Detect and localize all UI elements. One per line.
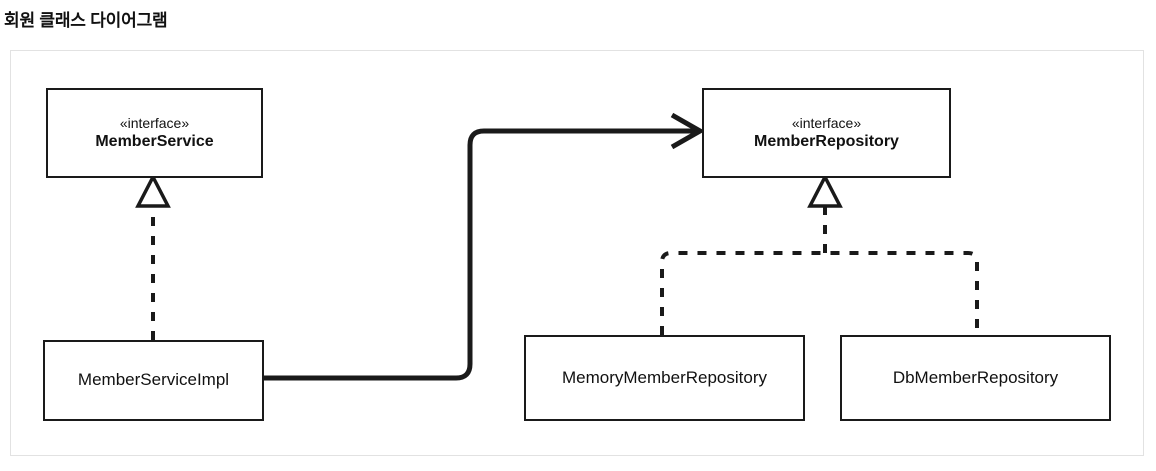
uml-node-memory-member-repository[interactable]: MemoryMemberRepository	[524, 335, 805, 421]
node-name: MemoryMemberRepository	[562, 367, 767, 387]
dashed-bus	[660, 251, 979, 335]
stereotype-label: «interface»	[791, 114, 862, 131]
page-title: 회원 클래스 다이어그램	[4, 11, 168, 30]
hollow-triangle-icon	[135, 173, 171, 208]
solid-line	[263, 128, 697, 381]
edge-impl-realizes-service	[135, 173, 171, 340]
uml-node-member-repository[interactable]: «interface» MemberRepository	[702, 88, 951, 178]
open-arrow-icon	[670, 112, 706, 150]
node-name: MemberRepository	[754, 132, 899, 150]
uml-node-member-service[interactable]: «interface» MemberService	[46, 88, 263, 178]
stereotype-label: «interface»	[119, 114, 190, 131]
edge-impl-uses-repository	[263, 112, 706, 381]
hollow-triangle-icon	[807, 173, 843, 208]
node-name: MemberServiceImpl	[77, 370, 230, 390]
uml-node-db-member-repository[interactable]: DbMemberRepository	[840, 335, 1111, 421]
node-name: DbMemberRepository	[892, 367, 1059, 387]
edge-repository-realizations	[660, 173, 979, 335]
uml-node-member-service-impl[interactable]: MemberServiceImpl	[43, 340, 264, 421]
node-name: MemberService	[95, 132, 214, 150]
